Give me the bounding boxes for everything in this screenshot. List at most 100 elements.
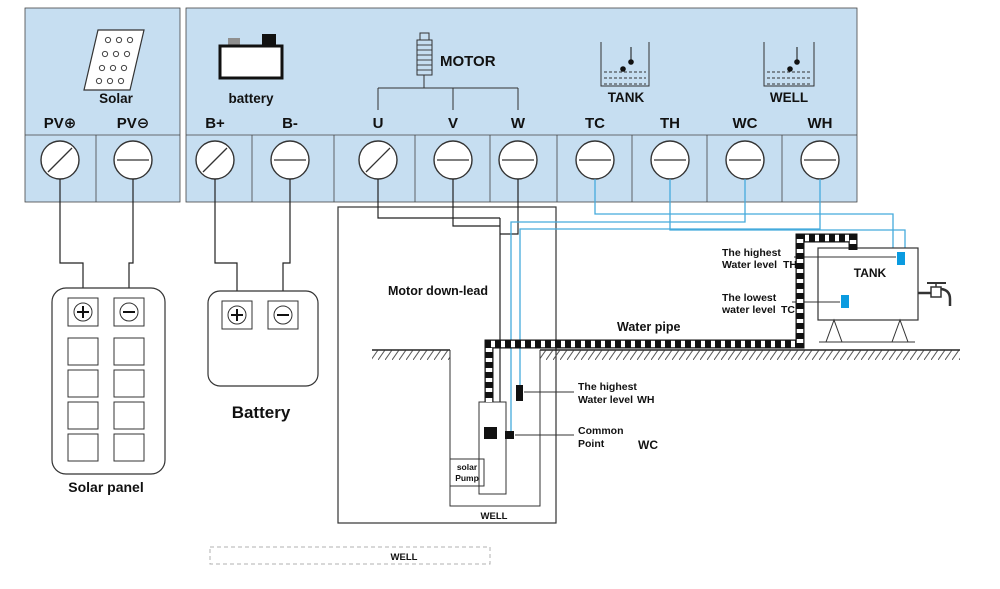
battery-label: Battery (232, 403, 291, 422)
terminal-label-v: V (448, 115, 458, 132)
terminal-label-b-plus: B+ (205, 115, 225, 132)
level-probe-icon (628, 59, 634, 65)
well-highest-label-line1: The highest (578, 381, 637, 393)
faucet-icon (918, 282, 952, 306)
solar-panel-icon-frame (83, 29, 145, 91)
pump-tag-line1: solar (457, 462, 478, 472)
pump-assembly: solar Pump The highest Water level WH Co… (449, 381, 658, 522)
battery-icon-terminal (228, 38, 240, 47)
tank-highest-code: TH (783, 259, 797, 271)
terminal-label-w: W (511, 115, 526, 132)
faucet-body (930, 286, 942, 298)
tank-lowest-label-line1: The lowest (722, 292, 777, 304)
tank-icon (600, 42, 650, 87)
terminal-label-pv-minus: PV⊖ (117, 115, 150, 132)
battery-icon-body (218, 44, 284, 80)
common-point-label-line1: Common (578, 425, 624, 437)
wh-sensor (516, 385, 523, 401)
tank-lowest-label-line2: water level (721, 304, 776, 316)
screw-slot (365, 147, 391, 173)
plus-terminal-icon (227, 305, 247, 325)
battery-module: Battery (207, 290, 319, 422)
tank-group-title: TANK (608, 90, 645, 105)
motor-group-title: MOTOR (440, 53, 496, 70)
level-probe-icon (787, 66, 793, 72)
solar-panel-module: Solar panel (51, 287, 166, 495)
wire-pv-minus (128, 179, 134, 298)
solar-group-title: Solar (99, 91, 134, 106)
pump-common-point (484, 427, 497, 439)
water-pipe (484, 233, 858, 402)
tank-leg (825, 318, 843, 343)
th-sensor (897, 252, 905, 265)
tank-name-label: TANK (854, 266, 887, 280)
solar-panel-neg-terminal (113, 297, 145, 327)
pump-tag (449, 458, 485, 487)
wc-sensor (505, 431, 514, 439)
tank-leg (891, 318, 909, 343)
terminal-label-u: U (373, 115, 384, 132)
solar-panel-icon (83, 29, 145, 91)
terminal-label-wc: WC (733, 115, 758, 132)
battery-icon (218, 34, 284, 80)
tank-highest-label-line2: Water level (722, 259, 777, 271)
well-zone (209, 546, 491, 565)
water-pipe-label: Water pipe (617, 320, 680, 334)
common-point-code: WC (638, 438, 658, 452)
minus-terminal-icon (273, 305, 293, 325)
ground (372, 349, 960, 360)
motor-icon-ridges (417, 44, 432, 71)
wire-tc (594, 179, 894, 249)
screw-slot (47, 147, 73, 173)
ground-hatch (540, 350, 960, 360)
battery-body (207, 290, 319, 387)
tank-lowest-code: TC (781, 304, 795, 316)
level-probe-icon (620, 66, 626, 72)
terminal-label-pv-plus: PV⊕ (44, 115, 77, 132)
terminal-label-b-minus: B- (282, 115, 298, 132)
well-icon (763, 42, 815, 87)
well-icon-water (767, 71, 811, 85)
well-highest-label-line2: Water level (578, 394, 633, 406)
ground-hatch (372, 350, 450, 360)
solar-panel-cells (67, 337, 145, 462)
motor-icon (416, 32, 433, 76)
wire-w (500, 179, 519, 235)
plus-sign-icon (231, 309, 243, 321)
well-shaft (449, 350, 541, 507)
battery-icon-terminal (262, 34, 276, 47)
plus-sign-icon (77, 306, 89, 318)
well-group-title: WELL (770, 90, 808, 105)
tank-highest-label-line1: The highest (722, 247, 781, 259)
screw-slot (202, 147, 228, 173)
water-pipe-stripes (485, 234, 857, 402)
wire-u (377, 179, 500, 219)
sensor-wires (510, 179, 906, 431)
motor-terminal-bracket (377, 75, 519, 110)
solar-panel-icon-cells (95, 36, 134, 85)
well-name-label: WELL (481, 511, 508, 522)
wire-b-plus (214, 179, 238, 301)
wire-b-minus (282, 179, 291, 301)
solar-panel-body (51, 287, 166, 475)
wire-v (452, 179, 500, 227)
motor-down-lead-label: Motor down-lead (388, 284, 488, 298)
terminal-strip: Solar PV⊕ PV⊖ battery B+ B- MOTOR U V W (24, 7, 858, 203)
wire-wc (510, 179, 746, 431)
minus-terminal-icon (119, 302, 139, 322)
wire-pv-plus (59, 179, 84, 298)
wire-wh (519, 179, 821, 387)
well-highest-code: WH (637, 394, 655, 406)
tank-icon-water (604, 71, 646, 85)
battery-group-title: battery (228, 91, 274, 106)
well-zone-label: WELL (391, 552, 418, 563)
faucet-spout (940, 287, 952, 306)
tank-icon-vessel (600, 42, 650, 87)
level-probe-icon (794, 59, 800, 65)
terminal-label-th: TH (660, 115, 680, 132)
tc-sensor (841, 295, 849, 308)
solar-panel-pos-terminal (67, 297, 99, 327)
battery-pos-terminal (221, 300, 253, 330)
